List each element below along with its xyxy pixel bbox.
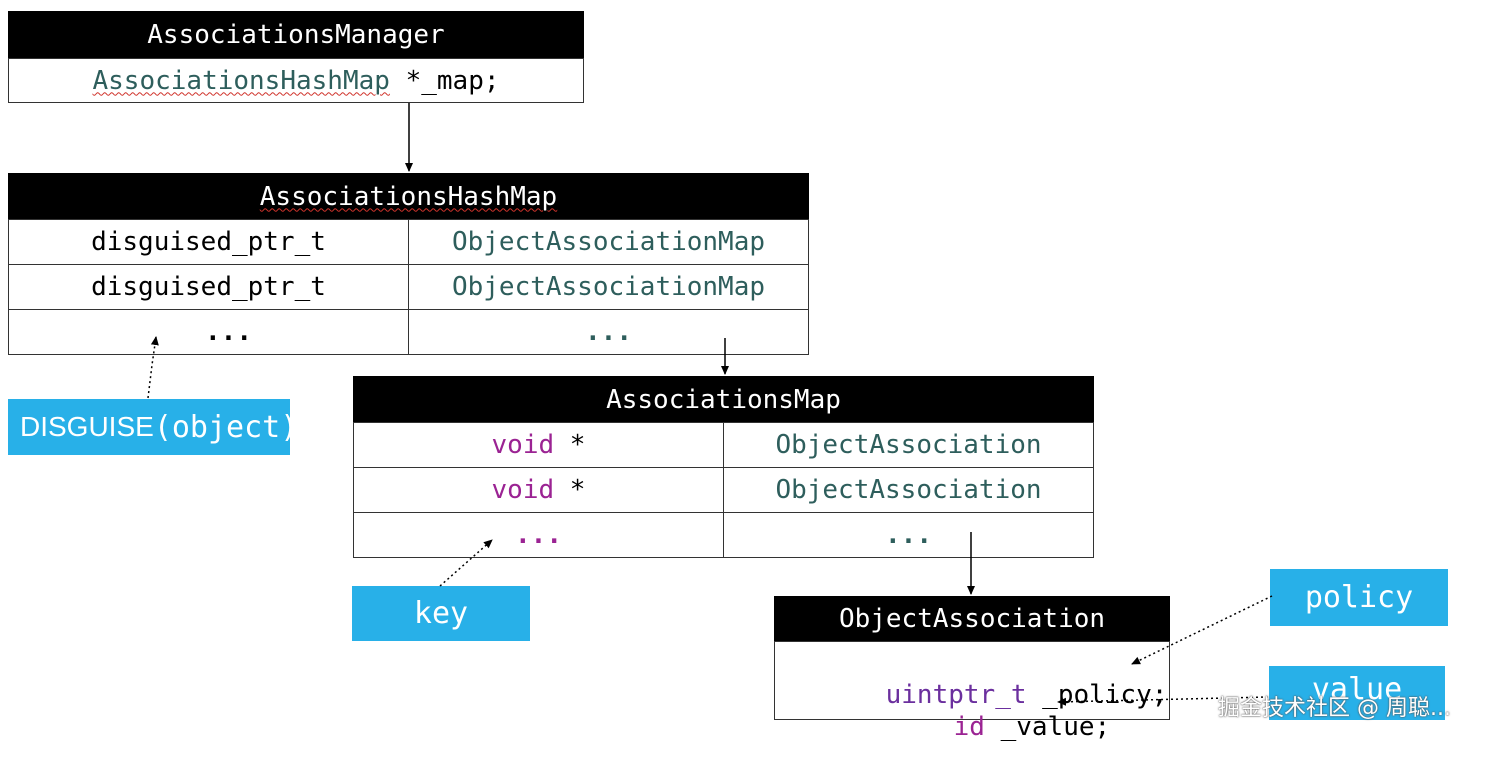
hashmap-row-3-key: ...: [8, 309, 409, 355]
assocmap-row-2-value-text: ObjectAssociation: [775, 475, 1042, 505]
hashmap-row-3-key-text: ...: [205, 317, 252, 347]
assocmap-row-3-key-kw: ...: [515, 520, 562, 550]
policy-label: policy: [1270, 569, 1448, 626]
value-field-name: _value;: [984, 712, 1111, 742]
associations-manager-field: AssociationsHashMap *_map;: [8, 58, 584, 103]
assocmap-row-3-value: ...: [723, 512, 1094, 558]
assocmap-row-3-value-text: ...: [885, 520, 932, 550]
assocmap-row-1-value: ObjectAssociation: [723, 422, 1094, 468]
assocmap-row-1-value-text: ObjectAssociation: [775, 430, 1042, 460]
hashmap-row-2-value: ObjectAssociationMap: [408, 264, 809, 310]
associations-manager-title: AssociationsManager: [147, 19, 445, 50]
associations-map-header: AssociationsMap: [353, 376, 1094, 423]
value-field: id _value;: [891, 682, 1111, 772]
connector-arrows: [147, 103, 1273, 706]
hashmap-row-1-key-text: disguised_ptr_t: [91, 227, 326, 257]
assocmap-row-2-key-kw: void: [491, 475, 555, 505]
object-association-title: ObjectAssociation: [838, 604, 1106, 634]
assocmap-row-1-key-kw: void: [491, 430, 555, 460]
assocmap-row-2-key: void *: [353, 467, 724, 513]
hashmap-row-2-key-text: disguised_ptr_t: [91, 272, 326, 302]
assocmap-row-2-key-rest: *: [554, 475, 586, 505]
map-field-name: *_map;: [389, 65, 500, 96]
value-label-text: value: [1311, 672, 1403, 707]
policy-field: uintptr_t _policy;: [823, 650, 1168, 740]
key-label: key: [352, 586, 530, 641]
key-label-text: key: [413, 596, 469, 631]
map-field-type: AssociationsHashMap: [92, 65, 390, 96]
assocmap-row-3-key: ...: [353, 512, 724, 558]
disguise-prefix: DISGUISE: [20, 411, 154, 442]
policy-label-text: policy: [1304, 580, 1414, 615]
associations-hashmap-header: AssociationsHashMap: [8, 173, 809, 220]
policy-field-type: uintptr_t: [885, 680, 1027, 710]
hashmap-row-3-value: ...: [408, 309, 809, 355]
assocmap-row-1-key-rest: *: [554, 430, 586, 460]
disguise-object-label: DISGUISE(object): [8, 399, 298, 455]
watermark: 掘金技术社区 @ 周聪...: [1218, 696, 1451, 721]
hashmap-row-1-value-text: ObjectAssociationMap: [451, 227, 766, 257]
hashmap-row-3-value-text: ...: [585, 317, 632, 347]
assocmap-row-2-value: ObjectAssociation: [723, 467, 1094, 513]
associations-hashmap-title: AssociationsHashMap: [259, 181, 558, 212]
assocmap-row-1-key: void *: [353, 422, 724, 468]
hashmap-row-1-value: ObjectAssociationMap: [408, 219, 809, 265]
object-association-body: uintptr_t _policy; id _value;: [774, 641, 1170, 742]
object-association-header: ObjectAssociation: [774, 596, 1170, 642]
associations-map-title: AssociationsMap: [606, 384, 841, 415]
disguise-arg: (object): [153, 409, 299, 445]
hashmap-row-2-value-text: ObjectAssociationMap: [451, 272, 766, 302]
hashmap-row-1-key: disguised_ptr_t: [8, 219, 409, 265]
associations-manager-header: AssociationsManager: [8, 11, 584, 58]
hashmap-row-2-key: disguised_ptr_t: [8, 264, 409, 310]
value-field-type: id: [953, 712, 985, 742]
value-label: value: [1269, 666, 1445, 720]
